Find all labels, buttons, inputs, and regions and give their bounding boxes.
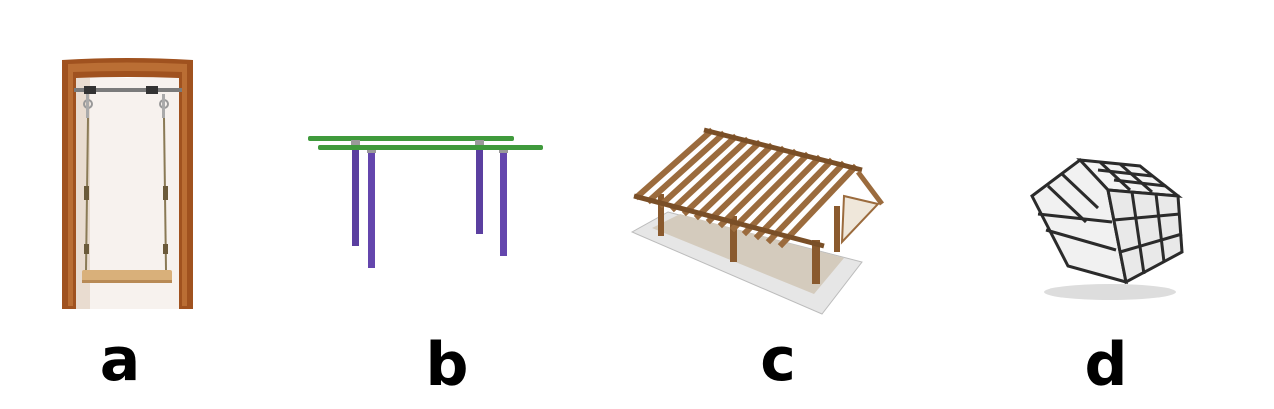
label-b: b bbox=[425, 330, 469, 400]
panel-d bbox=[1028, 156, 1188, 302]
panel-b bbox=[300, 128, 550, 274]
panel-a bbox=[60, 56, 195, 312]
timber-pavilion-icon bbox=[630, 127, 884, 315]
label-d: d bbox=[1084, 330, 1128, 400]
doorway-swing-icon bbox=[62, 58, 193, 309]
label-c: c bbox=[760, 325, 796, 395]
white-cube-puzzle-icon bbox=[1030, 157, 1184, 300]
label-a: a bbox=[99, 325, 141, 395]
panel-c bbox=[628, 124, 886, 320]
parallel-bars-icon bbox=[308, 136, 543, 268]
